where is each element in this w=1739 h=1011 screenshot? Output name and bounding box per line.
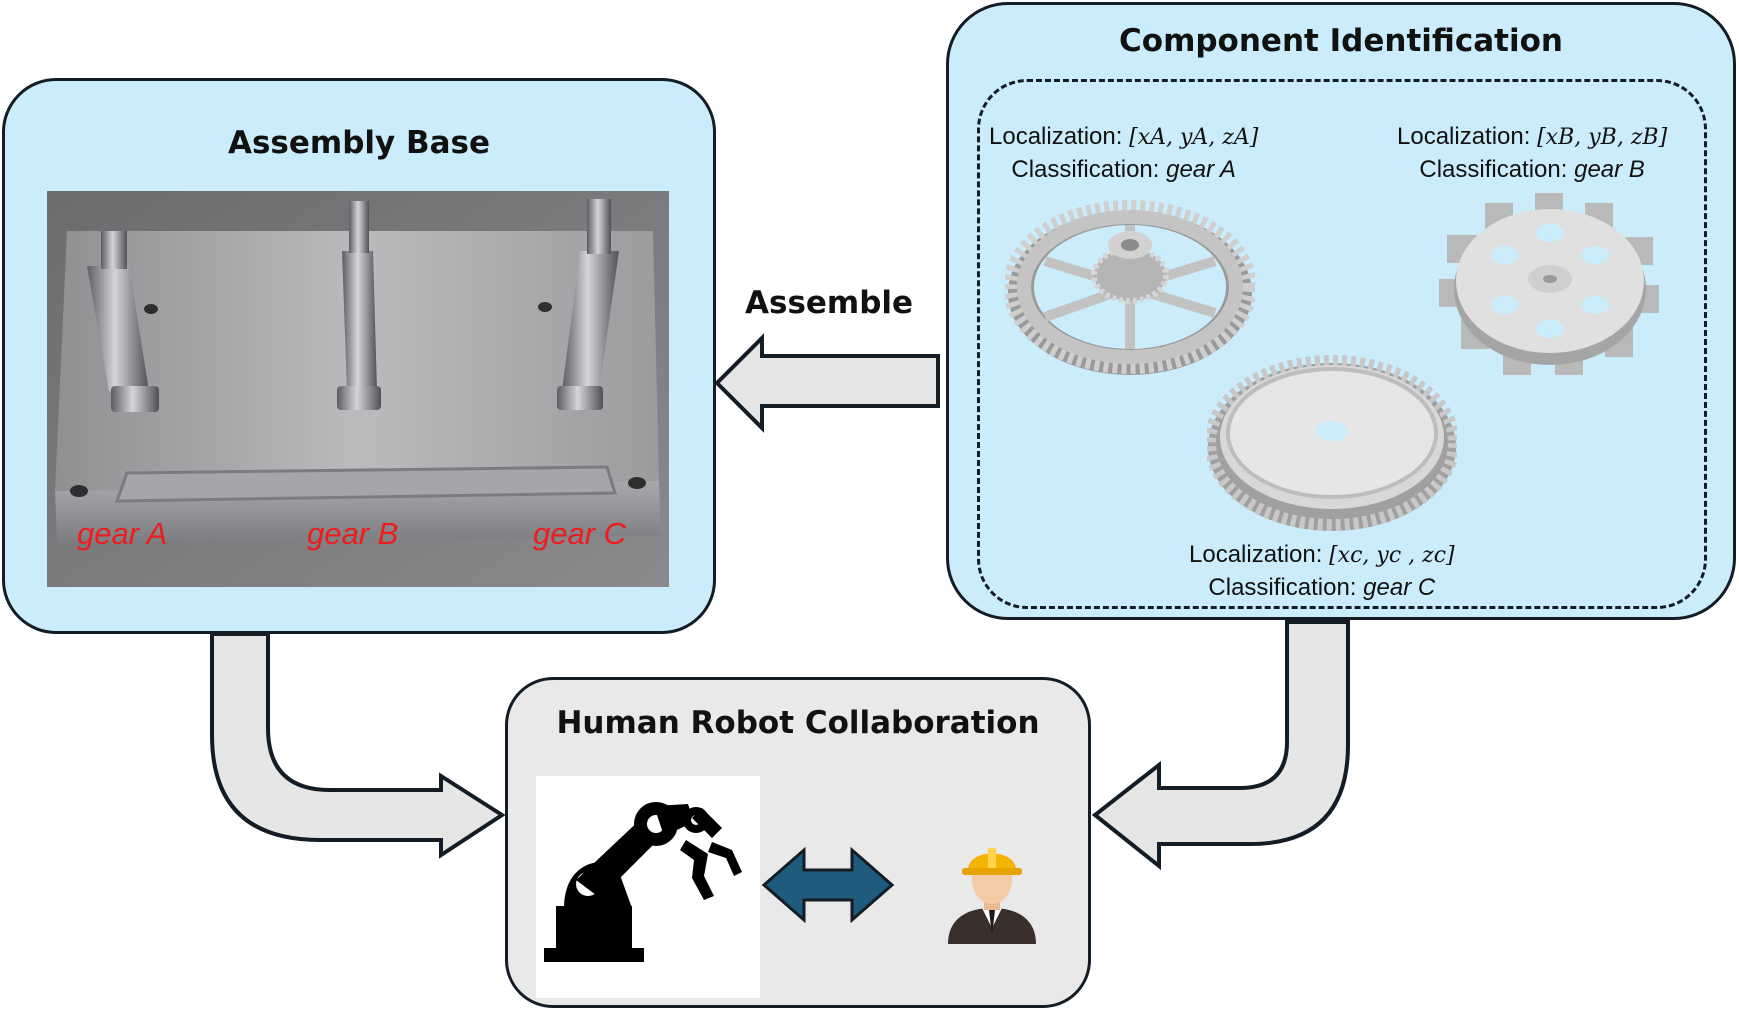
assembly-base-title: Assembly Base xyxy=(227,125,491,161)
component-to-hrc-arrow xyxy=(1091,620,1350,871)
gear-b-localization: Localization: [xB, yB, zB] xyxy=(1397,123,1668,150)
assembly-plate-image xyxy=(47,191,669,587)
assembly-base-photo: gear A gear B gear C xyxy=(47,191,669,587)
gear-a-info: Localization: [xA, yA, zA] Classificatio… xyxy=(989,121,1258,186)
shaft-c xyxy=(557,199,619,410)
gear-a-localization: Localization: [xA, yA, zA] xyxy=(989,123,1259,150)
assemble-arrow xyxy=(714,333,940,433)
human-robot-collaboration-title: Human Robot Collaboration xyxy=(556,705,1040,741)
assembly-to-hrc-arrow xyxy=(210,632,506,859)
gear-c-label: gear C xyxy=(533,516,627,551)
shaft-a xyxy=(87,231,159,412)
worker-icon xyxy=(948,848,1036,944)
gear-b-icon xyxy=(1439,193,1659,375)
assemble-label: Assemble xyxy=(745,285,914,321)
gear-a-classification: Classification: gear A xyxy=(1011,156,1236,183)
shaft-b xyxy=(337,201,381,410)
gear-c-info: Localization: [xc, yc , zc] Classificati… xyxy=(1189,539,1455,604)
component-identification-title: Component Identification xyxy=(1119,23,1563,59)
robot-icon-box xyxy=(536,776,760,998)
component-identification-panel: Component Identification Localization: [… xyxy=(946,2,1736,620)
gear-b-classification: Classification: gear B xyxy=(1419,156,1645,183)
gear-a-icon xyxy=(1005,200,1255,375)
assembly-base-panel: Assembly Base xyxy=(2,78,716,634)
identification-region xyxy=(977,79,1707,609)
bidirectional-arrow-icon xyxy=(761,846,895,924)
gear-c-localization: Localization: [xc, yc , zc] xyxy=(1189,541,1455,568)
human-robot-collaboration-panel: Human Robot Collaboration xyxy=(505,677,1091,1008)
gear-c-classification: Classification: gear C xyxy=(1208,574,1436,601)
gear-b-label: gear B xyxy=(307,516,399,551)
gear-a-label: gear A xyxy=(77,516,168,551)
gear-b-info: Localization: [xB, yB, zB] Classificatio… xyxy=(1397,121,1667,186)
robot-arm-icon xyxy=(544,802,742,962)
gear-c-icon xyxy=(1207,355,1457,531)
